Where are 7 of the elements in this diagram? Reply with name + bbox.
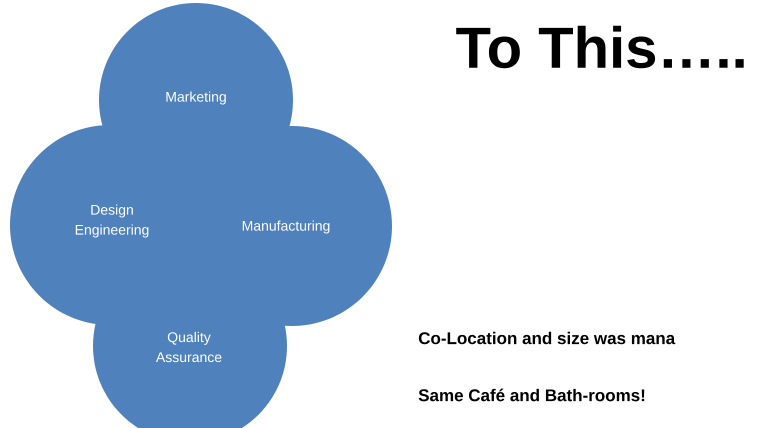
node-label: Manufacturing	[242, 220, 330, 234]
node-label: Quality Assurance	[156, 332, 222, 362]
note-text: Same Café and Bath-rooms!	[418, 388, 644, 402]
title: To This…..	[456, 26, 744, 68]
node-label: Design Engineering	[76, 204, 148, 238]
node-label: Marketing	[166, 91, 226, 105]
note-text: Co-Location and size was mana	[418, 332, 676, 344]
